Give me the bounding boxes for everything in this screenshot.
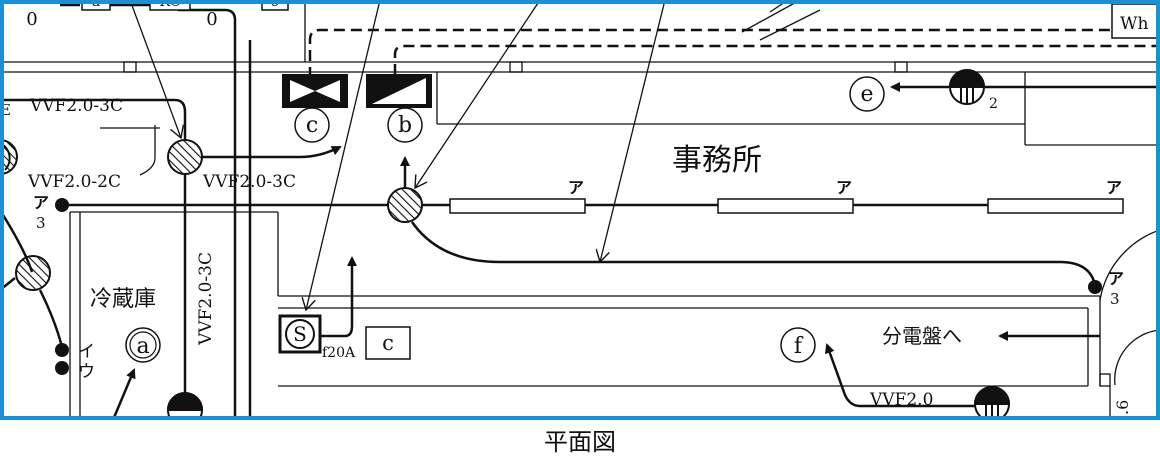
switch-s: S — [278, 314, 322, 354]
label-e: e — [860, 82, 873, 107]
cable-labels: VVF2.0-3C VVF2.0-2C VVF2.0-3C VVF2.0-3C … — [0, 96, 1132, 415]
edge-label-e: E — [0, 101, 11, 119]
leader-lines — [100, 0, 821, 310]
breaker-label: f20A — [322, 345, 356, 361]
floor-plan-diagram: a RC s 0 0 Wh c b e f a — [0, 0, 1160, 428]
pendant-lights — [55, 198, 1102, 375]
room-office: 事務所 — [672, 143, 762, 178]
label-6: .6 — [1113, 400, 1132, 415]
num-0-left: 0 — [26, 9, 37, 30]
fan-c — [282, 74, 348, 108]
floor-plan-frame: a RC s 0 0 Wh c b e f a — [0, 0, 1160, 428]
outlets — [166, 69, 1011, 428]
top-boxes: a RC s 0 0 Wh — [26, 0, 1160, 39]
cable-label-3c-vertical: VVF2.0-3C — [196, 252, 216, 346]
switch-s-label: S — [293, 322, 307, 346]
pendant-a-right: ア — [1108, 269, 1124, 288]
label-f: f — [794, 334, 804, 359]
box-label-a-top: a — [92, 0, 100, 10]
fixture-u: ウ — [78, 362, 95, 382]
room-fridge: 冷蔵庫 — [90, 287, 156, 312]
cable-label-2c: VVF2.0-2C — [27, 172, 121, 192]
fixture-a-1: ア — [568, 178, 584, 197]
pendant-num-left: 3 — [36, 214, 46, 232]
cable-label-vvf-bottom: VVF2.0 — [869, 390, 933, 410]
label-a: a — [136, 334, 149, 359]
fixture-a-2: ア — [836, 178, 852, 197]
box-label-s-top: s — [271, 0, 278, 10]
num-0-mid: 0 — [206, 9, 217, 30]
pendant-a-left: ア — [33, 193, 49, 212]
to-panel-label: 分電盤へ — [882, 324, 962, 348]
fan-b — [366, 74, 432, 108]
walls — [0, 0, 1160, 420]
cable-label-3c-mid: VVF2.0-3C — [202, 172, 296, 192]
frame-border — [0, 0, 1160, 420]
wh-meter-label: Wh — [1120, 14, 1148, 34]
circle-labels: c b e f a — [125, 76, 885, 363]
box-label-rc: RC — [159, 0, 180, 10]
label-b: b — [398, 113, 412, 138]
box-label-c: c — [382, 331, 394, 355]
dashed-conduits — [308, 28, 1160, 78]
outlet-num-2: 2 — [989, 96, 998, 112]
fixture-i: イ — [78, 342, 95, 362]
fluorescent-fixtures — [449, 198, 1124, 214]
cable-label-3c-top: VVF2.0-3C — [29, 96, 123, 116]
label-c: c — [306, 113, 318, 138]
caption: 平面図 — [544, 428, 616, 456]
fixture-a-3: ア — [1106, 178, 1122, 197]
pendant-num-right: 3 — [1110, 290, 1120, 308]
